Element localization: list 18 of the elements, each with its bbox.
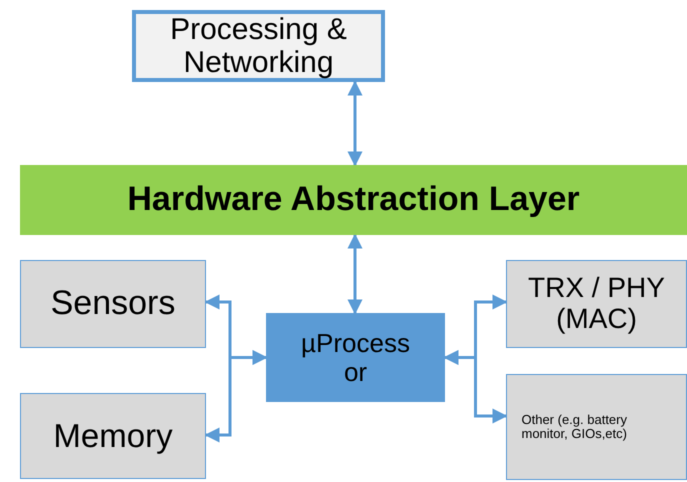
node-label: Sensors (50, 285, 176, 323)
arrow (204, 350, 268, 442)
node-label: Other (e.g. battery monitor, GIOs,etc) (522, 412, 628, 442)
node-label: TRX / PHY (MAC) (527, 273, 666, 335)
arrow (348, 80, 362, 166)
component-box (506, 260, 687, 348)
layer-band (20, 165, 687, 235)
processor-box (266, 313, 445, 402)
component-box (20, 260, 206, 348)
node-label: µProcessor (300, 328, 411, 386)
node-label: Hardware Abstraction Layer (127, 181, 580, 219)
arrow (348, 234, 362, 314)
node-label: Memory (53, 418, 173, 454)
component-box (506, 374, 687, 480)
node-label: Processing & Networking (169, 13, 348, 79)
arrow (444, 350, 508, 424)
title-box (132, 10, 385, 82)
component-box (20, 393, 206, 479)
